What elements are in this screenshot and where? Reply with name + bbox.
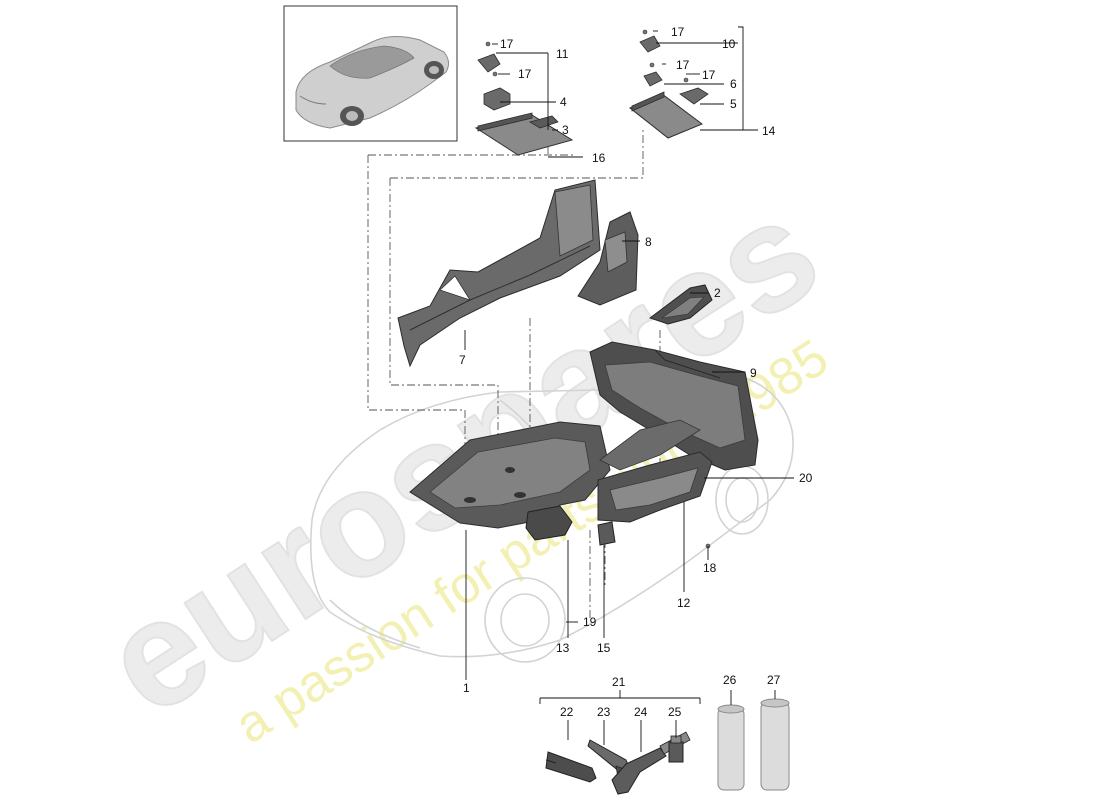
callout-6: 6 [730, 77, 737, 91]
callout-26: 26 [723, 673, 737, 687]
callout-14: 14 [762, 124, 776, 138]
callout-17: 17 [676, 58, 690, 72]
leader-lines [464, 26, 794, 752]
callout-16: 16 [592, 151, 606, 165]
callout-17: 17 [702, 68, 716, 82]
part-side-sill [397, 179, 601, 368]
callout-19: 19 [583, 615, 597, 629]
callout-25: 25 [668, 705, 682, 719]
part-bracket [648, 284, 713, 325]
callout-12: 12 [677, 596, 691, 610]
callout-5: 5 [730, 97, 737, 111]
callout-15: 15 [597, 641, 611, 655]
bolt-set [485, 29, 711, 549]
part-floor-pan [409, 421, 611, 529]
callout-4: 4 [560, 95, 567, 109]
accessory-cap [668, 735, 684, 763]
callout-labels: 17 11 17 4 3 16 17 10 17 17 6 5 14 8 2 7… [459, 25, 813, 719]
callout-23: 23 [597, 705, 611, 719]
callout-24: 24 [634, 705, 648, 719]
callout-10: 10 [722, 37, 736, 51]
accessory-tube [545, 751, 597, 783]
callout-3: 3 [562, 123, 569, 137]
callout-20: 20 [799, 471, 813, 485]
callout-18: 18 [703, 561, 717, 575]
cartridge-27 [760, 698, 790, 791]
part-front-crossmember-right [629, 35, 709, 139]
cartridge-26 [717, 704, 745, 791]
callout-17: 17 [518, 67, 532, 81]
callout-17: 17 [671, 25, 685, 39]
callout-27: 27 [767, 673, 781, 687]
vehicle-thumbnail [283, 5, 458, 142]
callout-8: 8 [645, 235, 652, 249]
callout-7: 7 [459, 353, 466, 367]
part-rear-floor [589, 341, 759, 471]
callout-21: 21 [612, 675, 626, 689]
callout-11: 11 [556, 47, 569, 61]
part-inner-panel [577, 211, 639, 306]
callout-9: 9 [750, 366, 757, 380]
part-longitudinal [597, 419, 713, 523]
part-crossmember [525, 505, 616, 546]
callout-17: 17 [500, 37, 514, 51]
callout-1: 1 [463, 681, 470, 695]
callout-2: 2 [714, 286, 721, 300]
callout-13: 13 [556, 641, 570, 655]
callout-22: 22 [560, 705, 574, 719]
